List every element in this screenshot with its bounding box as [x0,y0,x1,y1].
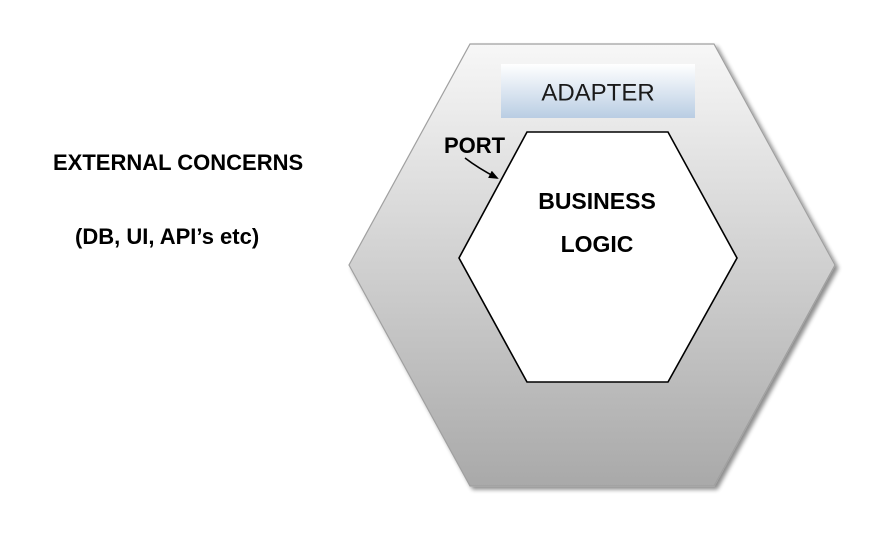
external-concerns-title: EXTERNAL CONCERNS [53,150,303,175]
inner-hexagon [458,131,738,383]
adapter-box [501,64,695,118]
adapter-label: ADAPTER [541,79,654,106]
external-concerns-subtitle: (DB, UI, API’s etc) [75,224,259,249]
business-logic-line1: BUSINESS [538,188,656,214]
business-logic-line2: LOGIC [561,231,634,257]
port-arrow [464,157,499,179]
port-label: PORT [444,133,506,158]
